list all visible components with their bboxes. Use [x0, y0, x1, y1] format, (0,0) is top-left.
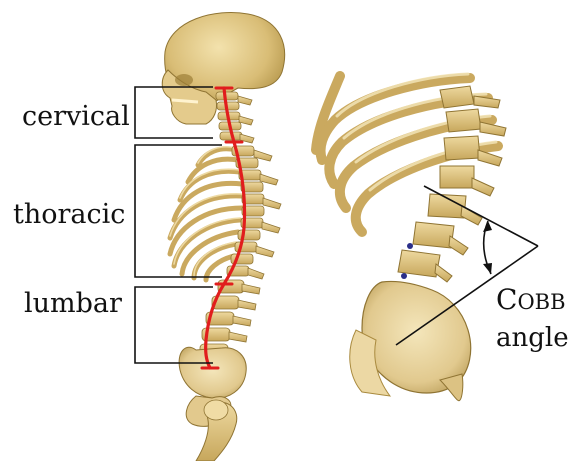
closeup-marker-upper	[407, 243, 413, 249]
cervical-vertebrae	[216, 92, 254, 143]
label-angle: angle	[496, 323, 569, 353]
femur-head	[204, 400, 228, 420]
spine-closeup: COBB angle	[316, 74, 569, 401]
label-cobb-initial: C	[496, 283, 517, 316]
cobb-arrowhead-bottom	[483, 263, 492, 274]
label-lumbar: lumbar	[24, 288, 122, 319]
cobb-arrowhead-top	[483, 221, 492, 232]
label-cobb: COBB	[496, 283, 566, 316]
label-cobb-smallcaps: OBB	[517, 290, 565, 314]
closeup-marker-lower	[401, 273, 407, 279]
skeleton-side-view: cervical thoracic lumbar	[13, 13, 285, 461]
label-cervical: cervical	[22, 101, 130, 132]
pelvis	[179, 347, 246, 398]
skull-teeth	[172, 100, 198, 102]
label-thoracic: thoracic	[13, 199, 125, 230]
skull-eye-socket	[175, 74, 193, 86]
